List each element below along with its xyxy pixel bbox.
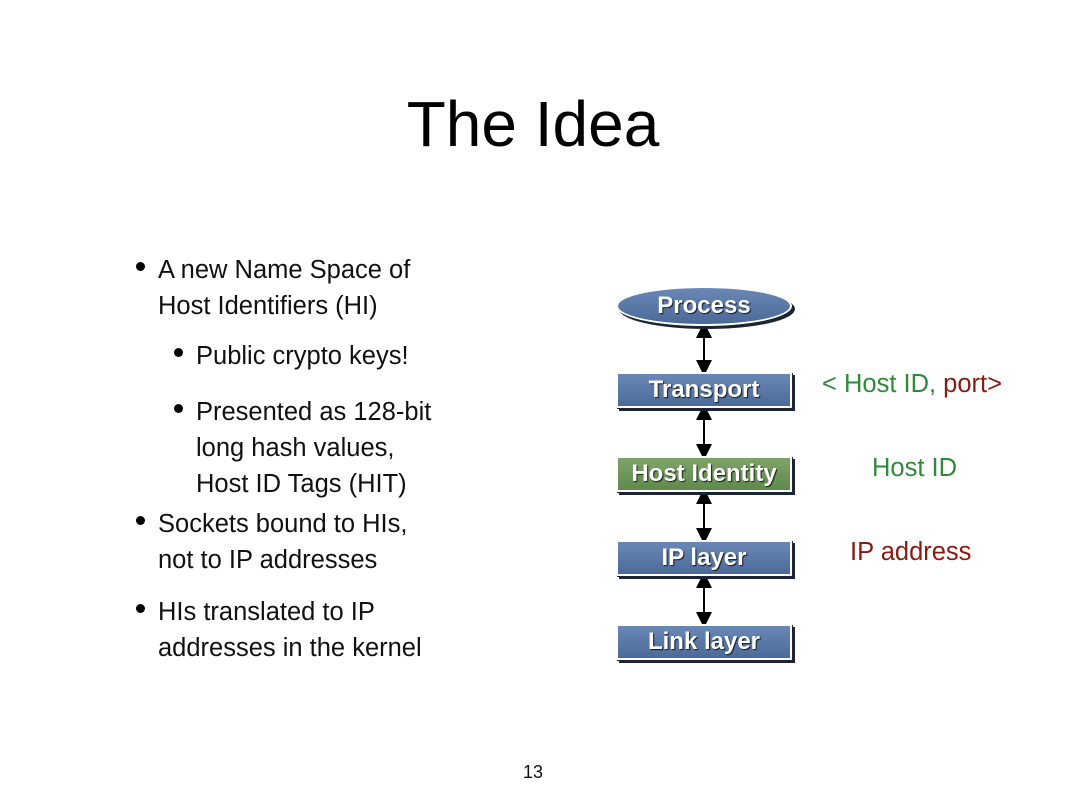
layer-transport: Transport (616, 372, 792, 408)
bullet-line: Sockets bound to HIs, (158, 510, 408, 538)
layer-link: Link layer (616, 624, 792, 660)
page-number: 13 (522, 762, 544, 782)
layer-ip: IP layer (616, 540, 792, 576)
transport-hostid-text: < Host ID, (822, 370, 937, 398)
bullet-line: Host ID Tags (HIT) (196, 470, 407, 498)
layer-host-identity: Host Identity (616, 456, 792, 492)
bullet-item: Presented as 128-bit long hash values, H… (170, 394, 431, 502)
bullet-line: Public crypto keys! (196, 342, 409, 370)
bullet-dot-icon (174, 348, 183, 357)
bullet-line: addresses in the kernel (158, 634, 422, 662)
bullet-dot-icon (136, 604, 145, 613)
bullet-item: HIs translated to IP addresses in the ke… (130, 594, 422, 666)
bullet-dot-icon (136, 516, 145, 525)
host-identity-label: Host ID (872, 454, 958, 482)
bullet-item: Sockets bound to HIs, not to IP addresse… (130, 506, 407, 578)
bullet-line: HIs translated to IP (158, 598, 375, 626)
bullet-line: A new Name Space of (158, 256, 411, 284)
bullet-line: long hash values, (196, 434, 395, 462)
bullet-item: Public crypto keys! (170, 338, 409, 374)
slide-title: The Idea (406, 88, 660, 160)
bullet-item: A new Name Space of Host Identifiers (HI… (130, 252, 410, 324)
ip-layer-label: IP address (850, 538, 972, 566)
transport-identifier-label: < Host ID, port> (822, 368, 1002, 400)
transport-port-text: port> (943, 370, 1003, 398)
bullet-dot-icon (174, 404, 183, 413)
bullet-line: not to IP addresses (158, 546, 378, 574)
bullet-line: Presented as 128-bit (196, 398, 432, 426)
layer-process: Process (616, 286, 792, 326)
bullet-dot-icon (136, 262, 145, 271)
bullet-line: Host Identifiers (HI) (158, 292, 378, 320)
